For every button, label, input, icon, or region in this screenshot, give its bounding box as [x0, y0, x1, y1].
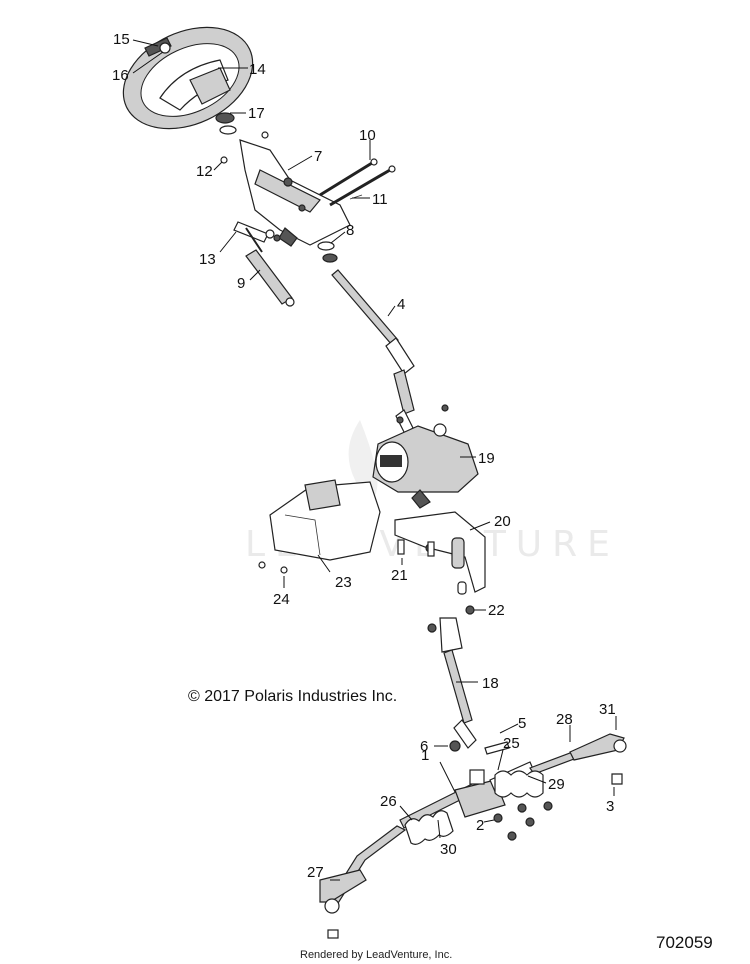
- callout-labels: 15 16 14 17 10 12 7 11 8 13 9 4 19 20 21…: [112, 31, 616, 881]
- rack-boot-right: [494, 770, 544, 798]
- callout-19: 19: [478, 450, 495, 467]
- callout-24: 24: [273, 591, 290, 608]
- callout-22: 22: [488, 602, 505, 619]
- callout-12: 12: [196, 163, 213, 180]
- cover-screw-a: [258, 561, 266, 569]
- callout-25: 25: [503, 735, 520, 752]
- small-screw-b: [261, 131, 269, 139]
- tie-rod-end-right: [569, 733, 627, 785]
- nut-22: [465, 605, 475, 615]
- steering-wheel: [122, 26, 254, 130]
- tie-rod-end-left: [319, 869, 367, 939]
- callout-16: 16: [112, 67, 129, 84]
- callout-26: 26: [380, 793, 397, 810]
- gas-strut: [233, 221, 295, 307]
- rack-boot-left: [404, 810, 454, 845]
- nut-6: [449, 740, 461, 752]
- callout-30: 30: [440, 841, 457, 858]
- leader-lines: [132, 39, 617, 881]
- callout-13: 13: [199, 251, 216, 268]
- long-bolts: [319, 158, 396, 207]
- callout-23: 23: [335, 574, 352, 591]
- bolt-5: [484, 741, 510, 755]
- rendered-by-credit: Rendered by LeadVenture, Inc.: [300, 949, 452, 961]
- callout-7: 7: [314, 148, 322, 165]
- callout-6: 6: [420, 738, 428, 755]
- bushing-upper: [317, 241, 335, 251]
- callout-4: 4: [397, 296, 405, 313]
- callout-10: 10: [359, 127, 376, 144]
- callout-9: 9: [237, 275, 245, 292]
- eps-cover: [269, 479, 381, 561]
- cover-screw-b: [280, 566, 288, 574]
- callout-29: 29: [548, 776, 565, 793]
- callout-11: 11: [372, 191, 388, 208]
- spacer: [215, 112, 235, 124]
- copyright-notice: © 2017 Polaris Industries Inc.: [188, 688, 397, 705]
- callout-15: 15: [113, 31, 130, 48]
- wheel-nut: [144, 37, 172, 57]
- small-screw: [220, 156, 228, 164]
- washer: [219, 125, 237, 135]
- callout-1: 1: [421, 747, 429, 764]
- lower-shaft: [427, 617, 477, 749]
- callout-17: 17: [248, 105, 265, 122]
- rack-nuts: [493, 801, 553, 841]
- steering-shaft: [331, 269, 449, 437]
- callout-14: 14: [249, 61, 266, 78]
- tilt-bracket: [239, 139, 351, 247]
- power-steering-unit: [372, 423, 479, 509]
- callout-20: 20: [494, 513, 511, 530]
- callout-8: 8: [346, 222, 354, 239]
- callout-31: 31: [599, 701, 616, 718]
- bracket-bolts: [397, 539, 435, 557]
- callout-28: 28: [556, 711, 573, 728]
- callout-27: 27: [307, 864, 324, 881]
- callout-21: 21: [391, 567, 408, 584]
- diagram-number: 702059: [656, 933, 713, 952]
- callout-5: 5: [518, 715, 526, 732]
- callout-3: 3: [606, 798, 614, 815]
- callout-2: 2: [476, 817, 484, 834]
- steering-rack: [326, 737, 615, 909]
- bushing-lower: [322, 253, 338, 263]
- callout-18: 18: [482, 675, 499, 692]
